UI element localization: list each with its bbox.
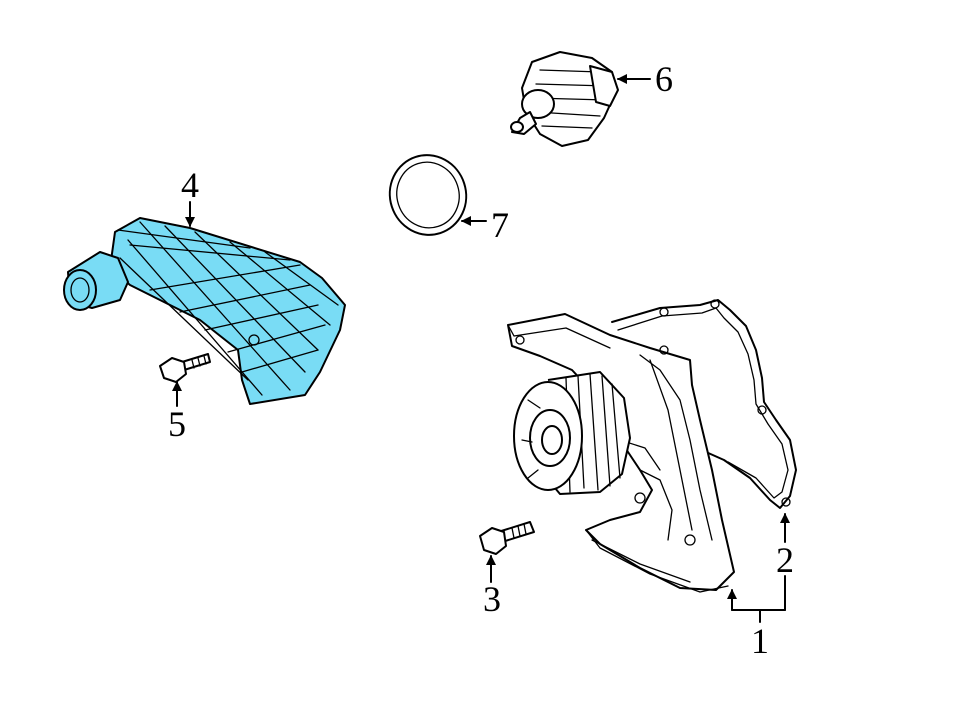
part-4-housing-highlighted[interactable]: [63, 217, 346, 405]
leader-lines: [172, 74, 790, 623]
callout-3: 3: [483, 579, 501, 619]
callout-7: 7: [491, 205, 509, 245]
part-6-thermostat[interactable]: [510, 51, 619, 147]
part-4-body: [109, 217, 346, 405]
callout-2: 2: [776, 540, 794, 580]
callout-6: 6: [655, 59, 673, 99]
part-2-gasket[interactable]: [611, 299, 797, 509]
part-4-hole: [248, 334, 260, 346]
part-1-water-pump[interactable]: [507, 313, 735, 593]
callout-labels: 4 5 6 7 3 2 1: [168, 59, 794, 661]
part-3-bolt[interactable]: [479, 521, 535, 555]
part-4-outlet-inner: [70, 277, 90, 303]
callout-4: 4: [181, 165, 199, 205]
part-7-oring[interactable]: [379, 145, 476, 245]
part-5-bolt[interactable]: [159, 353, 211, 383]
part-4-outlet: [63, 269, 97, 311]
callout-5: 5: [168, 404, 186, 444]
callout-1: 1: [751, 621, 769, 661]
part-4-ribs: [117, 221, 339, 396]
